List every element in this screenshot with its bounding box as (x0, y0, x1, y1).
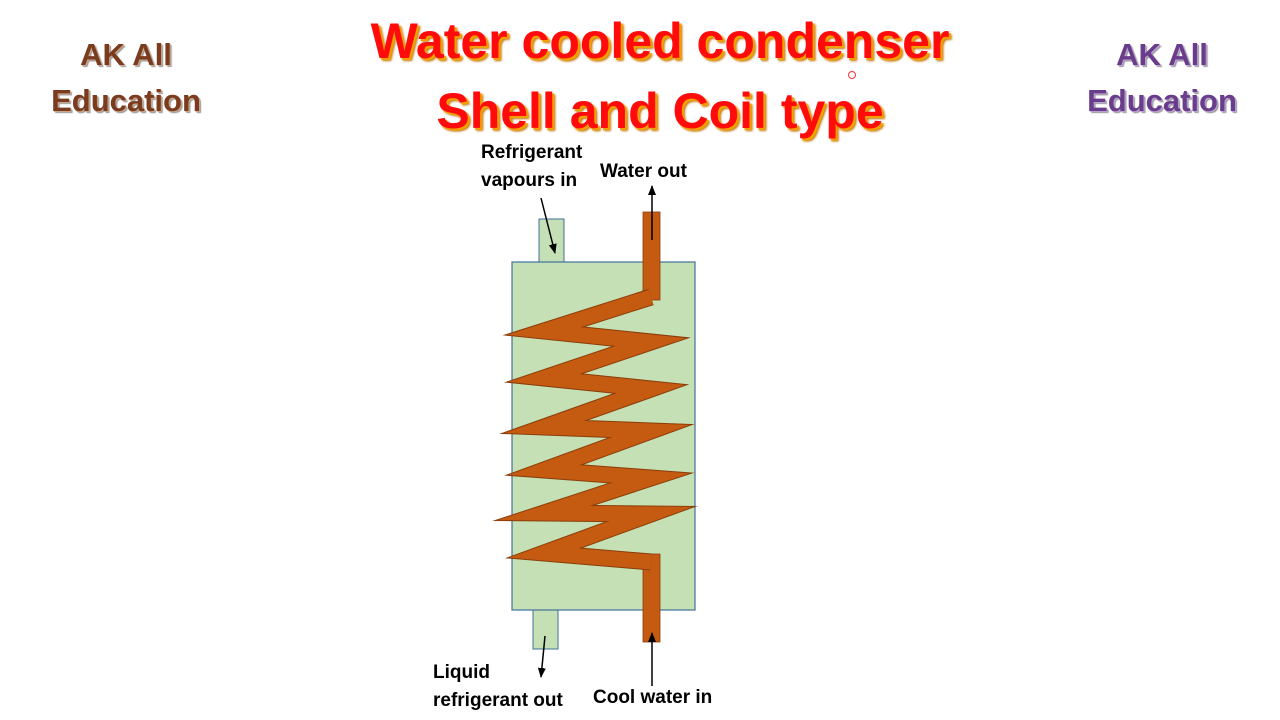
refrigerant-in-arrow (540, 197, 557, 254)
liquid-out-line1: Liquid (433, 662, 490, 683)
brand-logo-right: AK All Education (1062, 32, 1262, 124)
liquid-out-line2: refrigerant out (433, 690, 563, 711)
brand-right-line1: AK All (1116, 37, 1208, 72)
title-line-1: Water cooled condenser (370, 13, 950, 69)
liquid-out-label: Liquid refrigerant out (433, 659, 563, 715)
brand-left-line2: Education (51, 83, 201, 118)
liquid-outlet-pipe (532, 608, 559, 650)
water-out-label: Water out (600, 161, 687, 182)
refrigerant-in-line2: vapours in (481, 170, 578, 191)
cursor-pointer-icon (848, 71, 856, 79)
coil-zigzag-fill (498, 289, 693, 570)
brand-right-line2: Education (1087, 83, 1237, 118)
refrigerant-in-line1: Refrigerant (481, 142, 583, 163)
refrigerant-in-label: Refrigerant vapours in (481, 139, 582, 195)
water-coil (492, 211, 698, 643)
brand-logo-left: AK All Education (26, 32, 226, 124)
title-line-2: Shell and Coil type (436, 83, 884, 139)
brand-left-line1: AK All (80, 37, 172, 72)
cool-water-in-label: Cool water in (593, 687, 713, 708)
liquid-out-arrow (537, 635, 546, 678)
